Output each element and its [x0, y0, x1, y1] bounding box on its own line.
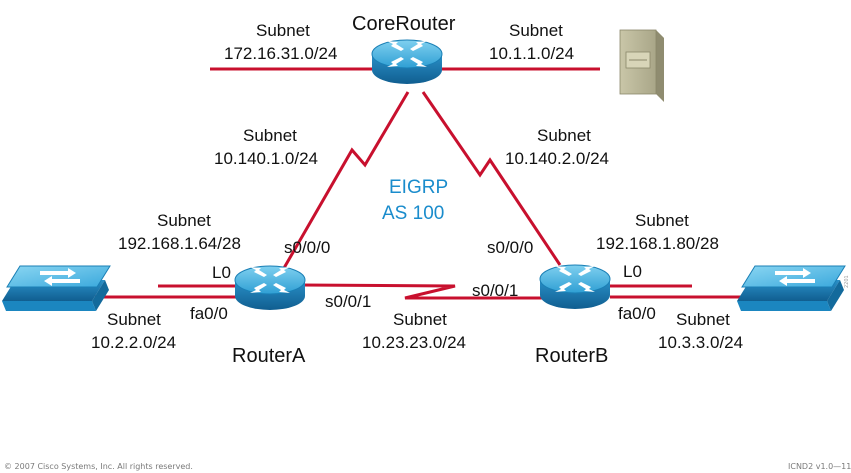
server-icon[interactable] — [619, 29, 664, 102]
subnet-label: Subnet — [537, 126, 591, 145]
interface-label: fa0/0 — [190, 304, 228, 323]
interface-label: s0/0/0 — [284, 238, 330, 257]
subnet-label: Subnet — [676, 310, 730, 329]
subnet-value: 10.23.23.0/24 — [362, 333, 466, 352]
subnet-label: Subnet — [157, 211, 211, 230]
subnet-label: Subnet — [509, 21, 563, 40]
subnet-value: 10.3.3.0/24 — [658, 333, 743, 352]
subnet-label: Subnet — [393, 310, 447, 329]
interface-label: L0 — [623, 262, 642, 281]
routerb-name: RouterB — [535, 345, 608, 367]
subnet-value: 10.140.1.0/24 — [214, 149, 318, 168]
eigrp-label: EIGRP — [389, 177, 448, 198]
subnet-label: Subnet — [107, 310, 161, 329]
interface-label: s0/0/1 — [472, 281, 518, 300]
eigrp-as-label: AS 100 — [382, 203, 444, 224]
routera-name: RouterA — [232, 345, 306, 367]
core-router-icon[interactable] — [371, 39, 443, 85]
side-code: 2201 — [844, 275, 850, 288]
interface-label: fa0/0 — [618, 304, 656, 323]
subnet-value: 10.1.1.0/24 — [489, 44, 574, 63]
link-routera-routerb — [299, 283, 550, 300]
subnet-value: 10.140.2.0/24 — [505, 149, 609, 168]
interface-label: L0 — [212, 263, 231, 282]
routerb-icon[interactable] — [539, 264, 611, 310]
core-router-name: CoreRouter — [352, 13, 456, 35]
subnet-value: 10.2.2.0/24 — [91, 333, 176, 352]
footer-copyright: © 2007 Cisco Systems, Inc. All rights re… — [4, 462, 193, 471]
switch-right-icon[interactable] — [736, 265, 846, 312]
subnet-label: Subnet — [635, 211, 689, 230]
footer-course-code: ICND2 v1.0—11 — [788, 462, 851, 471]
subnet-value: 192.168.1.80/28 — [596, 234, 719, 253]
subnet-label: Subnet — [256, 21, 310, 40]
switch-left-icon[interactable] — [1, 265, 111, 312]
interface-label: s0/0/0 — [487, 238, 533, 257]
link-core-routerb — [421, 91, 562, 266]
links — [95, 67, 750, 300]
subnet-value: 172.16.31.0/24 — [224, 44, 337, 63]
subnet-value: 192.168.1.64/28 — [118, 234, 241, 253]
interface-label: s0/0/1 — [325, 292, 371, 311]
subnet-label: Subnet — [243, 126, 297, 145]
routera-icon[interactable] — [234, 265, 306, 311]
link-core-routera — [282, 91, 410, 269]
